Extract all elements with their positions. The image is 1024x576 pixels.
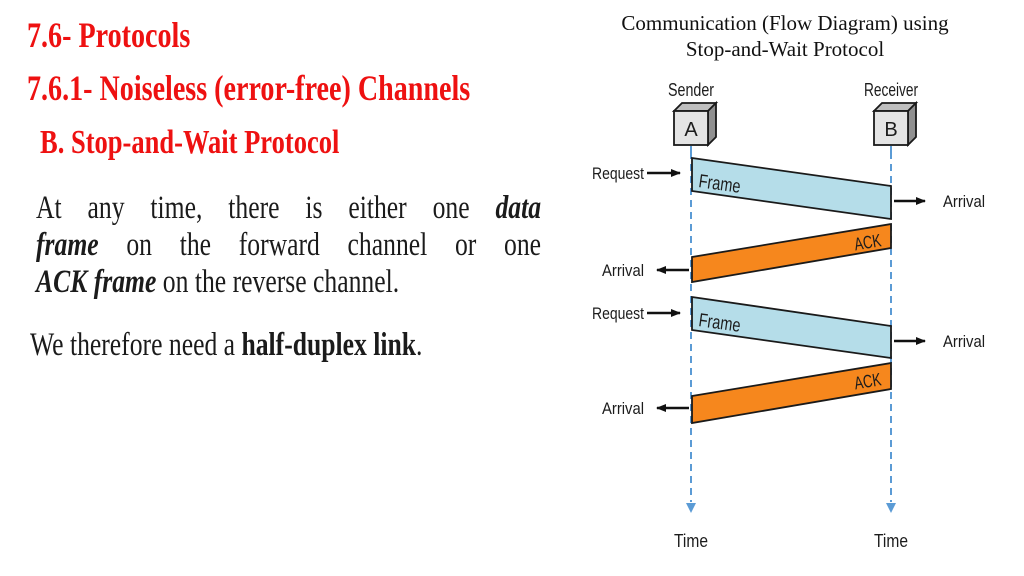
- arrival-label-right-1: Arrival: [943, 192, 985, 211]
- arrival-label-left-1: Arrival: [602, 261, 644, 280]
- stop-and-wait-flow-diagram: Communication (Flow Diagram) using Stop-…: [592, 11, 985, 551]
- ack-band-1-label: ACK: [853, 230, 883, 254]
- frame-band-1: [691, 156, 892, 221]
- arrival-label-left-2: Arrival: [602, 399, 644, 418]
- arrival-label-right-2: Arrival: [943, 332, 985, 351]
- text-run-emphasis: data: [495, 190, 542, 226]
- text-run-bold: half-duplex link: [241, 327, 417, 363]
- frame-band-2-label: Frame: [697, 310, 742, 337]
- time-label-sender: Time: [674, 531, 708, 551]
- time-label-receiver: Time: [874, 531, 908, 551]
- text-run: .: [416, 327, 423, 363]
- heading-stop-and-wait: B. Stop-and-Wait Protocol: [40, 124, 340, 161]
- sender-node-box: A: [671, 100, 719, 148]
- paragraph-line: ACK frame on the reverse channel.: [36, 264, 541, 301]
- receiver-node-letter: B: [884, 119, 897, 141]
- heading-protocols: 7.6- Protocols: [27, 15, 191, 55]
- diagram-title-line2: Stop-and-Wait Protocol: [686, 37, 885, 61]
- frame-band-1-label: Frame: [697, 171, 742, 198]
- text-run-emphasis: ACK frame: [36, 264, 157, 300]
- diagram-title-line1: Communication (Flow Diagram) using: [621, 11, 949, 35]
- text-run: At any time, there is either one: [36, 190, 496, 226]
- request-label-2: Request: [592, 304, 644, 323]
- receiver-node-box: B: [871, 100, 919, 148]
- paragraph-line: frame on the forward channel or one: [36, 227, 541, 264]
- paragraph-half-duplex: We therefore need a half-duplex link.: [30, 326, 422, 364]
- text-run: on the reverse channel.: [156, 264, 400, 300]
- text-run-emphasis: frame: [36, 227, 99, 263]
- text-run: on the forward channel or one: [98, 227, 542, 263]
- frame-band-2: [691, 295, 892, 360]
- ack-band-2-label: ACK: [853, 369, 883, 393]
- receiver-timeline-arrowhead-icon: [886, 503, 896, 513]
- ack-band-1: [691, 222, 892, 284]
- request-label-1: Request: [592, 164, 644, 183]
- paragraph-data-frame: At any time, there is either one data fr…: [36, 190, 541, 301]
- text-run: We therefore need a: [30, 327, 242, 363]
- sender-node-letter: A: [684, 119, 698, 141]
- receiver-label: Receiver: [864, 80, 918, 100]
- sender-label: Sender: [668, 80, 714, 100]
- ack-band-2: [691, 361, 892, 425]
- sender-timeline-arrowhead-icon: [686, 503, 696, 513]
- heading-noiseless-channels: 7.6.1- Noiseless (error-free) Channels: [27, 68, 471, 108]
- paragraph-line: At any time, there is either one data: [36, 190, 541, 227]
